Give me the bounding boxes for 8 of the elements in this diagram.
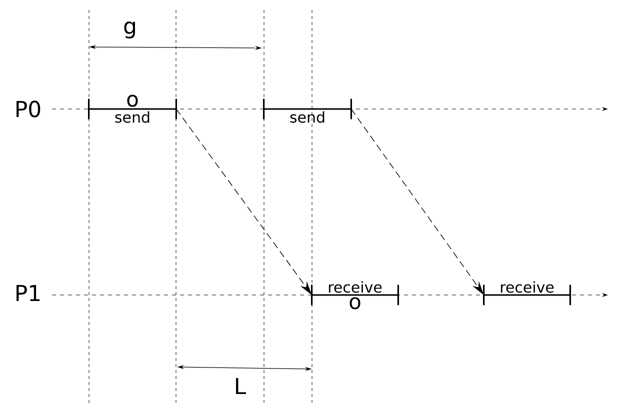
interval-bar: send bbox=[263, 98, 352, 123]
axis-label: L bbox=[232, 376, 248, 396]
interval-bar: o send bbox=[88, 94, 177, 123]
axis-label: P1 bbox=[13, 284, 43, 302]
axis-label: g bbox=[122, 20, 138, 40]
interval-bar: receive o bbox=[311, 281, 399, 310]
interval-bar: receive bbox=[483, 281, 571, 306]
axis-label: P0 bbox=[13, 100, 43, 118]
